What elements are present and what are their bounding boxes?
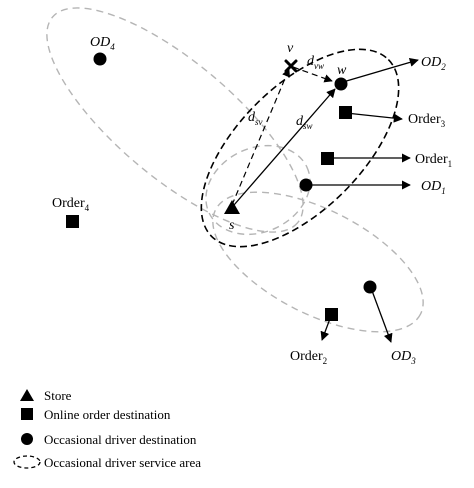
s-label: s xyxy=(229,218,235,233)
od1-label: OD1 xyxy=(421,179,446,196)
legend-order-icon xyxy=(21,408,33,420)
legend-area-icon xyxy=(13,455,41,469)
w-label: w xyxy=(337,63,347,78)
store-node xyxy=(224,200,240,214)
arrow-to-od2 xyxy=(342,57,419,83)
legend-driver-label: Occasional driver destination xyxy=(44,432,197,447)
d-sw-label: dsw xyxy=(296,114,313,131)
v-label: v xyxy=(287,41,294,56)
order1-label: Order1 xyxy=(415,152,452,169)
legend-store-icon xyxy=(20,389,34,401)
service-area-od1 xyxy=(205,144,311,236)
d-vw-label: dvw xyxy=(307,54,324,71)
od3-label: OD3 xyxy=(391,349,416,366)
arrow-to-od3 xyxy=(370,287,393,343)
service-area-od4 xyxy=(46,7,304,233)
w-node xyxy=(334,77,348,91)
order4-label: Order4 xyxy=(52,196,90,213)
order3-node xyxy=(339,106,352,119)
order3-label: Order3 xyxy=(408,112,446,129)
od3-node xyxy=(363,280,377,294)
edge-s-v xyxy=(231,68,290,206)
legend-order-label: Online order destination xyxy=(44,407,171,422)
service-area-od3 xyxy=(212,191,424,333)
edge-v-w xyxy=(292,66,333,83)
order2-node xyxy=(325,308,338,321)
service-area-od2 xyxy=(200,48,400,248)
order2-label: Order2 xyxy=(290,349,327,366)
legend-driver-icon xyxy=(21,433,33,445)
od4-label: OD4 xyxy=(90,35,115,52)
arrow-to-order3 xyxy=(345,112,403,123)
od4-node xyxy=(93,52,107,66)
legend: Store Online order destination Occasiona… xyxy=(13,388,201,470)
edge-s-w xyxy=(233,88,336,206)
legend-store-label: Store xyxy=(44,388,72,403)
d-sv-label: dsv xyxy=(248,110,263,127)
v-node xyxy=(284,59,298,73)
order1-node xyxy=(321,152,334,165)
order4-node xyxy=(66,215,79,228)
od1-node xyxy=(299,178,313,192)
legend-area-label: Occasional driver service area xyxy=(44,455,201,470)
od2-label: OD2 xyxy=(421,55,446,72)
